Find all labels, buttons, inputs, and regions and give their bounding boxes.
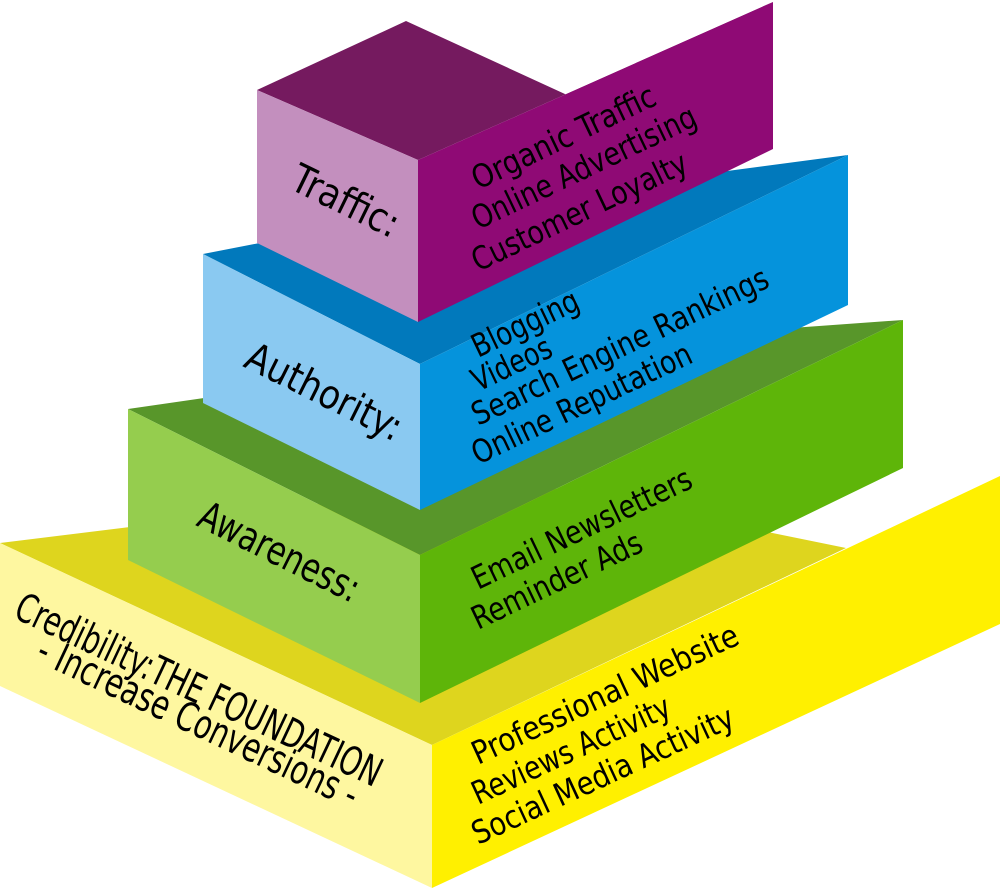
awareness-side-face — [420, 320, 903, 703]
credibility-front-face — [0, 543, 432, 888]
traffic-front-face — [257, 90, 418, 322]
credibility-side-face — [432, 476, 1000, 888]
awareness-front-face — [128, 409, 420, 703]
traffic-side-face — [418, 2, 773, 322]
authority-front-face — [203, 254, 420, 510]
authority-side-face — [420, 155, 848, 510]
traffic-top-face — [257, 2, 773, 160]
